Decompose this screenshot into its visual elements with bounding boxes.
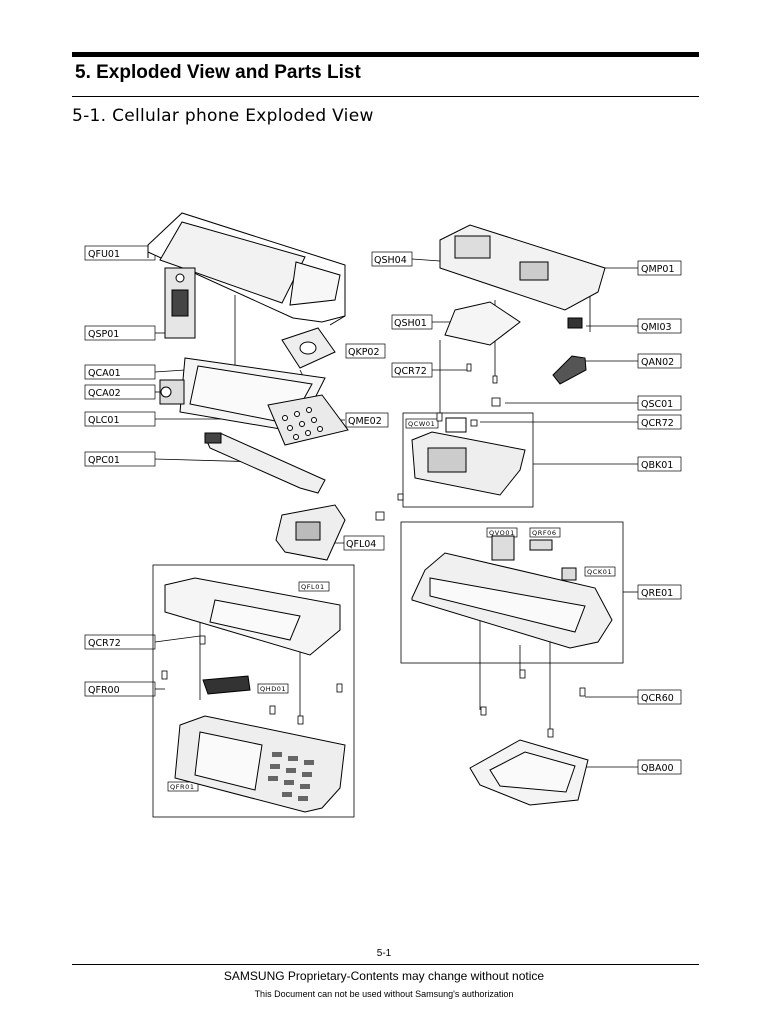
battery-cover-part bbox=[469, 739, 589, 806]
callout-QMP01: QMP01 bbox=[641, 264, 675, 275]
callout-QLC01: QLC01 bbox=[88, 415, 120, 426]
callout-QSH01: QSH01 bbox=[394, 318, 427, 329]
slide-plate-part bbox=[164, 577, 341, 656]
callout-QCR72-mid: QCR72 bbox=[394, 366, 427, 377]
callout-QRE01: QRE01 bbox=[641, 588, 673, 599]
rear-cover-group-box bbox=[400, 521, 624, 664]
speaker-part bbox=[164, 267, 196, 339]
callout-QSH04: QSH04 bbox=[374, 255, 407, 266]
flex-cable-part bbox=[204, 432, 326, 494]
small-label-QVO01: QVO01 bbox=[489, 529, 515, 537]
callout-QCR72-right: QCR72 bbox=[641, 418, 674, 429]
keypad-sheet-part bbox=[267, 394, 349, 446]
top-rule bbox=[72, 52, 699, 57]
proprietary-notice: SAMSUNG Proprietary-Contents may change … bbox=[223, 969, 545, 983]
rear-cover-part bbox=[411, 535, 613, 649]
small-label-QHD01: QHD01 bbox=[260, 685, 286, 693]
front-frame-part bbox=[174, 715, 346, 813]
main-pcb-part bbox=[439, 224, 606, 311]
callout-QSC01: QSC01 bbox=[641, 399, 673, 410]
authorization-notice: This Document can not be used without Sa… bbox=[254, 989, 514, 999]
microphone-part bbox=[567, 317, 583, 329]
small-label-QFR01: QFR01 bbox=[170, 783, 195, 791]
slide-module-part bbox=[275, 504, 346, 561]
section-rule bbox=[72, 96, 699, 97]
callout-QPC01: QPC01 bbox=[88, 455, 120, 466]
callout-QBA00: QBA00 bbox=[641, 763, 674, 774]
small-label-QCW01: QCW01 bbox=[408, 420, 435, 428]
callout-QKP02: QKP02 bbox=[348, 347, 380, 358]
holder-part bbox=[202, 675, 251, 695]
section-title: 5. Exploded View and Parts List bbox=[75, 62, 361, 83]
callout-QAN02: QAN02 bbox=[641, 357, 674, 368]
small-label-QCK01: QCK01 bbox=[587, 568, 612, 576]
callout-QSP01: QSP01 bbox=[88, 329, 119, 340]
callout-QFR00: QFR00 bbox=[88, 685, 120, 696]
shield-can-part bbox=[444, 301, 521, 346]
bracket-group-box bbox=[402, 412, 534, 508]
bracket-part bbox=[411, 417, 526, 496]
callout-QME02: QME02 bbox=[348, 416, 382, 427]
page-number: 5-1 bbox=[376, 948, 392, 959]
front-frame-group-box bbox=[152, 564, 355, 818]
footer-rule bbox=[72, 964, 699, 965]
callout-QMI03: QMI03 bbox=[641, 322, 672, 333]
callout-QCA01: QCA01 bbox=[88, 368, 121, 379]
antenna-part bbox=[552, 355, 587, 385]
key-bracket-part bbox=[281, 327, 336, 369]
front-cover-part bbox=[147, 212, 346, 326]
callout-QBK01: QBK01 bbox=[641, 460, 673, 471]
callout-QFU01: QFU01 bbox=[88, 249, 120, 260]
small-label-QRF06: QRF06 bbox=[532, 529, 557, 537]
subsection-title: 5-1. Cellular phone Exploded View bbox=[72, 106, 374, 126]
callout-QCR72-left: QCR72 bbox=[88, 638, 121, 649]
callout-QFL04: QFL04 bbox=[346, 539, 376, 550]
callout-QCR60: QCR60 bbox=[641, 693, 674, 704]
small-label-QFL01: QFL01 bbox=[301, 583, 325, 591]
callout-QCA02: QCA02 bbox=[88, 388, 121, 399]
